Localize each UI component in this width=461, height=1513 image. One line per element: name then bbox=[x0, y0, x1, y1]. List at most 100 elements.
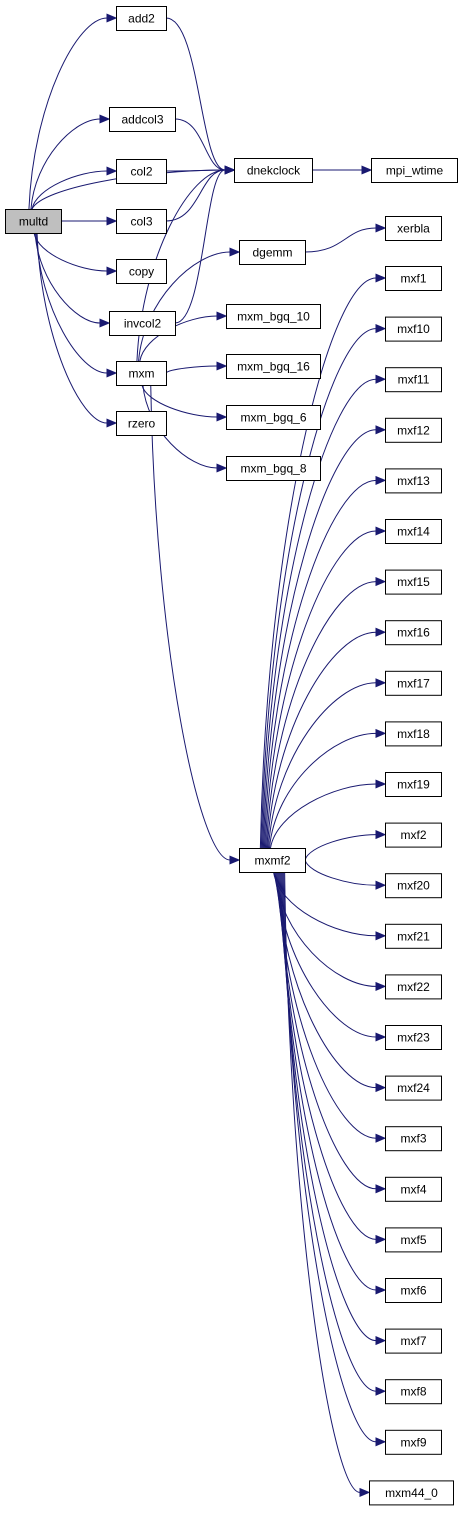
node-mxf14[interactable]: mxf14 bbox=[385, 519, 442, 544]
node-box-mxf24[interactable] bbox=[385, 1075, 442, 1101]
node-mxf13[interactable]: mxf13 bbox=[385, 468, 442, 494]
node-box-addcol3[interactable] bbox=[109, 107, 176, 132]
nodes-layer: multd add2 addcol3 col2 col3 copy invcol2 mxm rz… bbox=[5, 6, 458, 1506]
node-mxf19[interactable]: mxf19 bbox=[385, 772, 442, 797]
node-box-mxf14[interactable] bbox=[385, 519, 442, 544]
node-box-rzero[interactable] bbox=[116, 411, 167, 436]
node-mxf3[interactable]: mxf3 bbox=[385, 1126, 442, 1152]
node-box-mxm_bgq_6[interactable] bbox=[226, 405, 321, 430]
node-box-copy[interactable] bbox=[116, 259, 167, 284]
node-mxmf2[interactable]: mxmf2 bbox=[239, 848, 306, 873]
node-box-mxm_bgq_8[interactable] bbox=[226, 456, 321, 481]
arrowhead-mxmf2-to-mxf24 bbox=[375, 1083, 387, 1093]
node-box-mpi_wtime[interactable] bbox=[371, 158, 458, 183]
node-mxf6[interactable]: mxf6 bbox=[385, 1278, 442, 1303]
node-dgemm[interactable]: dgemm bbox=[239, 240, 306, 265]
node-box-mxf2[interactable] bbox=[385, 822, 442, 848]
node-mxf12[interactable]: mxf12 bbox=[385, 417, 442, 443]
edge-mxmf2-to-mxf1 bbox=[259, 277, 377, 849]
node-box-mxf23[interactable] bbox=[385, 1025, 442, 1050]
node-mxf23[interactable]: mxf23 bbox=[385, 1025, 442, 1050]
node-box-mxf17[interactable] bbox=[385, 670, 442, 696]
node-box-mxf1[interactable] bbox=[385, 266, 442, 291]
node-box-mxf15[interactable] bbox=[385, 569, 442, 595]
node-box-mxf4[interactable] bbox=[385, 1176, 442, 1202]
edge-invcol2-to-dnekclock bbox=[174, 169, 226, 324]
node-box-mxf13[interactable] bbox=[385, 468, 442, 494]
node-mxm_bgq_6[interactable]: mxm_bgq_6 bbox=[226, 405, 321, 430]
node-mxf17[interactable]: mxf17 bbox=[385, 670, 442, 696]
node-mxf24[interactable]: mxf24 bbox=[385, 1075, 442, 1101]
node-mxf10[interactable]: mxf10 bbox=[385, 316, 442, 342]
node-box-mxf10[interactable] bbox=[385, 316, 442, 342]
node-label-mxf17: mxf17 bbox=[397, 676, 430, 690]
node-label-mxf22: mxf22 bbox=[397, 980, 430, 994]
node-mxf18[interactable]: mxf18 bbox=[385, 721, 442, 747]
node-mxf20[interactable]: mxf20 bbox=[385, 873, 442, 899]
node-box-col3[interactable] bbox=[116, 209, 167, 234]
node-box-mxf11[interactable] bbox=[385, 367, 442, 393]
node-box-mxf18[interactable] bbox=[385, 721, 442, 747]
node-box-dgemm[interactable] bbox=[239, 240, 306, 265]
node-mxf9[interactable]: mxf9 bbox=[385, 1429, 442, 1455]
node-label-mxf15: mxf15 bbox=[397, 575, 430, 589]
node-mxf22[interactable]: mxf22 bbox=[385, 974, 442, 1000]
node-box-mxf3[interactable] bbox=[385, 1126, 442, 1152]
arrowhead-mxmf2-to-mxf2 bbox=[375, 830, 387, 840]
node-mxm[interactable]: mxm bbox=[116, 361, 167, 386]
node-rzero[interactable]: rzero bbox=[116, 411, 167, 436]
node-box-mxm[interactable] bbox=[116, 361, 167, 386]
node-xerbla[interactable]: xerbla bbox=[385, 216, 442, 241]
node-box-mxm_bgq_16[interactable] bbox=[226, 354, 321, 379]
node-mxm_bgq_16[interactable]: mxm_bgq_16 bbox=[226, 354, 321, 379]
node-dnekclock[interactable]: dnekclock bbox=[234, 158, 313, 183]
node-mxm_bgq_10[interactable]: mxm_bgq_10 bbox=[226, 304, 321, 329]
node-mxf5[interactable]: mxf5 bbox=[385, 1227, 442, 1253]
node-box-mxf8[interactable] bbox=[385, 1379, 442, 1405]
node-box-col2[interactable] bbox=[116, 159, 167, 184]
node-box-mxf9[interactable] bbox=[385, 1429, 442, 1455]
node-mxf15[interactable]: mxf15 bbox=[385, 569, 442, 595]
node-box-xerbla[interactable] bbox=[385, 216, 442, 241]
node-box-mxf19[interactable] bbox=[385, 772, 442, 797]
node-mxf16[interactable]: mxf16 bbox=[385, 620, 442, 646]
node-col3[interactable]: col3 bbox=[116, 209, 167, 234]
node-box-multd[interactable] bbox=[5, 209, 62, 234]
node-box-invcol2[interactable] bbox=[109, 311, 176, 336]
node-mxf1[interactable]: mxf1 bbox=[385, 266, 442, 291]
node-mxf8[interactable]: mxf8 bbox=[385, 1379, 442, 1405]
node-box-mxm_bgq_10[interactable] bbox=[226, 304, 321, 329]
node-copy[interactable]: copy bbox=[116, 259, 167, 284]
node-box-mxf7[interactable] bbox=[385, 1328, 442, 1354]
node-box-add2[interactable] bbox=[116, 6, 167, 31]
node-mxf4[interactable]: mxf4 bbox=[385, 1176, 442, 1202]
node-box-mxmf2[interactable] bbox=[239, 848, 306, 873]
node-mxf11[interactable]: mxf11 bbox=[385, 367, 442, 393]
arrowhead-mxmf2-to-mxf16 bbox=[375, 627, 387, 637]
node-label-rzero: rzero bbox=[128, 417, 156, 431]
node-mxm44_0[interactable]: mxm44_0 bbox=[369, 1480, 454, 1506]
node-box-mxf5[interactable] bbox=[385, 1227, 442, 1253]
node-mxm_bgq_8[interactable]: mxm_bgq_8 bbox=[226, 456, 321, 481]
arrowhead-multd-to-add2 bbox=[106, 13, 118, 23]
node-box-mxm44_0[interactable] bbox=[369, 1480, 454, 1506]
node-add2[interactable]: add2 bbox=[116, 6, 167, 31]
node-multd[interactable]: multd bbox=[5, 209, 62, 234]
node-box-mxf12[interactable] bbox=[385, 417, 442, 443]
node-col2[interactable]: col2 bbox=[116, 159, 167, 184]
node-mxf7[interactable]: mxf7 bbox=[385, 1328, 442, 1354]
node-box-mxf16[interactable] bbox=[385, 620, 442, 646]
node-mxf21[interactable]: mxf21 bbox=[385, 923, 442, 949]
node-box-mxf6[interactable] bbox=[385, 1278, 442, 1303]
node-box-mxf21[interactable] bbox=[385, 923, 442, 949]
node-mpi_wtime[interactable]: mpi_wtime bbox=[371, 158, 458, 183]
node-invcol2[interactable]: invcol2 bbox=[109, 311, 176, 336]
node-addcol3[interactable]: addcol3 bbox=[109, 107, 176, 132]
node-box-dnekclock[interactable] bbox=[234, 158, 313, 183]
node-box-mxf22[interactable] bbox=[385, 974, 442, 1000]
node-box-mxf20[interactable] bbox=[385, 873, 442, 899]
node-label-mxf19: mxf19 bbox=[397, 778, 430, 792]
arrowhead-mxmf2-to-mxf11 bbox=[375, 374, 387, 384]
node-mxf2[interactable]: mxf2 bbox=[385, 822, 442, 848]
